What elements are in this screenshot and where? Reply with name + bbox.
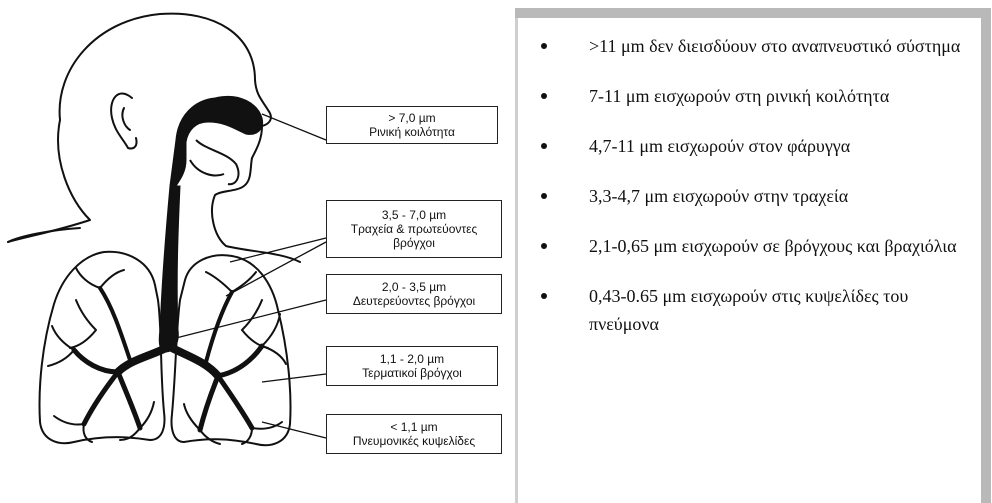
callout-nasal-cavity: > 7,0 µm Ρινική κοιλότητα — [326, 106, 498, 144]
callout-size: 1,1 - 2,0 µm — [330, 352, 494, 366]
bullet-dot — [541, 293, 547, 299]
bullet-dot — [541, 243, 547, 249]
bullet-list: >11 μm δεν διεισδύουν στο αναπνευστικό σ… — [532, 32, 972, 360]
callout-secondary-bronchi: 2,0 - 3,5 µm Δευτερεύοντες βρόγχοι — [326, 274, 502, 314]
left-lung-outline — [40, 252, 165, 443]
callout-trachea: 3,5 - 7,0 µm Τραχεία & πρωτεύοντες βρόγχ… — [326, 200, 502, 258]
bullet-text: 7-11 μm εισχωρούν στη ρινική κοιλότητα — [589, 86, 889, 106]
callout-label: Τραχεία & πρωτεύοντες — [330, 222, 498, 236]
bullet-text: >11 μm δεν διεισδύουν στο αναπνευστικό σ… — [589, 36, 960, 56]
bullet-text: 2,1-0,65 μm εισχωρούν σε βρόγχους και βρ… — [589, 236, 957, 256]
callout-label: Δευτερεύοντες βρόγχοι — [330, 294, 498, 308]
bullet-dot — [541, 143, 547, 149]
callout-label: βρόγχοι — [330, 236, 498, 250]
pointer-nasal — [262, 114, 326, 140]
pointer-secondary — [176, 300, 326, 338]
respiratory-diagram: > 7,0 µm Ρινική κοιλότητα 3,5 - 7,0 µm Τ… — [0, 0, 520, 503]
list-item: 4,7-11 μm εισχωρούν στον φάρυγγα — [532, 132, 972, 160]
list-item: 2,1-0,65 μm εισχωρούν σε βρόγχους και βρ… — [532, 232, 972, 260]
callout-terminal-bronchi: 1,1 - 2,0 µm Τερματικοί βρόγχοι — [326, 346, 498, 386]
callout-size: 2,0 - 3,5 µm — [330, 280, 498, 294]
callout-size: < 1,1 µm — [330, 420, 498, 434]
pointer-terminal — [262, 374, 326, 382]
bullet-dot — [541, 43, 547, 49]
bullet-dot — [541, 93, 547, 99]
neck-outline — [8, 120, 90, 242]
callout-label: Ρινική κοιλότητα — [330, 125, 494, 139]
list-item: 7-11 μm εισχωρούν στη ρινική κοιλότητα — [532, 82, 972, 110]
bullet-text: 4,7-11 μm εισχωρούν στον φάρυγγα — [589, 136, 850, 156]
callout-size: 3,5 - 7,0 µm — [330, 208, 498, 222]
list-item: >11 μm δεν διεισδύουν στο αναπνευστικό σ… — [532, 32, 972, 60]
list-item: 3,3-4,7 μm εισχωρούν στην τραχεία — [532, 182, 972, 210]
callout-alveoli: < 1,1 µm Πνευμονικές κυψελίδες — [326, 414, 502, 454]
callout-label: Τερματικοί βρόγχοι — [330, 366, 494, 380]
bullet-text: 3,3-4,7 μm εισχωρούν στην τραχεία — [589, 186, 848, 206]
bullet-panel: >11 μm δεν διεισδύουν στο αναπνευστικό σ… — [515, 8, 991, 503]
callout-label: Πνευμονικές κυψελίδες — [330, 434, 498, 448]
pointer-alveoli — [262, 422, 326, 438]
nasal-cavity — [170, 96, 263, 186]
list-item: 0,43-0.65 μm εισχωρούν στις κυψελίδες το… — [532, 282, 972, 338]
bullet-card: >11 μm δεν διεισδύουν στο αναπνευστικό σ… — [515, 18, 981, 503]
bullet-dot — [541, 193, 547, 199]
callout-size: > 7,0 µm — [330, 111, 494, 125]
bullet-text: 0,43-0.65 μm εισχωρούν στις κυψελίδες το… — [589, 286, 908, 334]
